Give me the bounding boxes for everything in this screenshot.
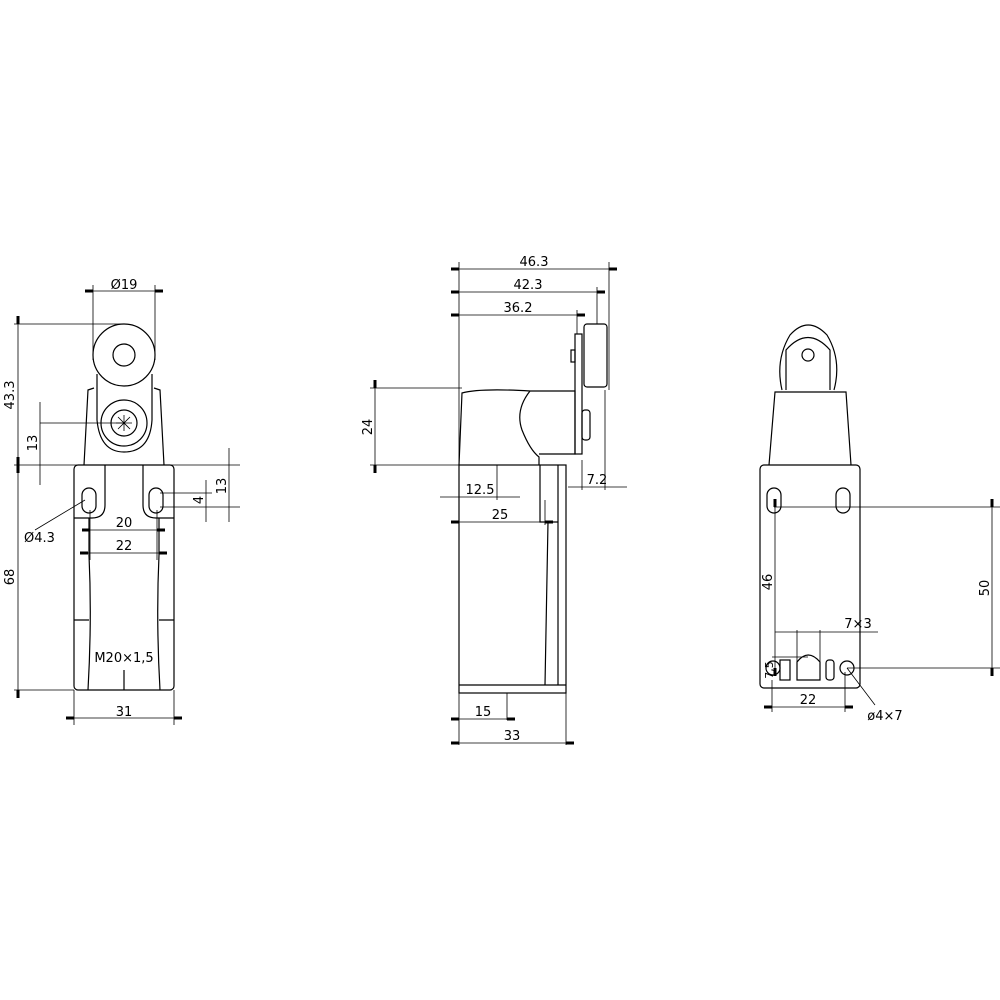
pivot-screw (581, 409, 591, 441)
label-body-width: 31 (116, 705, 133, 720)
roller-axle (112, 343, 136, 367)
body-contour (74, 518, 174, 691)
label-pivot-height: 13 (26, 435, 41, 452)
label-plate-depth: 36.2 (504, 301, 533, 316)
front-view: Ø19 43.3 13 68 31 20 22 4 13 Ø4.3 M20×1,… (3, 278, 240, 725)
label-head-depth: 25 (492, 508, 509, 523)
label-hole-inner: 20 (116, 516, 133, 531)
label-head-height: 24 (361, 419, 376, 436)
body-outline (759, 464, 861, 689)
mount-slot-left (766, 487, 782, 514)
lever-arm (96, 374, 153, 453)
label-total-height: 43.3 (3, 381, 18, 410)
label-hole-distance: 46 (761, 574, 776, 591)
mount-slot-right (835, 487, 851, 514)
roller (583, 323, 608, 388)
lever-arm (785, 336, 831, 390)
label-hole-outer: 22 (116, 539, 133, 554)
lever-plate (574, 333, 583, 455)
label-thread: M20×1,5 (94, 651, 153, 666)
label-roller-diameter: Ø19 (111, 278, 138, 293)
label-hole-spacing-vertical: 50 (978, 580, 993, 597)
label-body-depth: 33 (504, 729, 521, 744)
head-outline (768, 391, 852, 466)
label-hole-diameter: Ø4.3 (24, 531, 55, 546)
label-roller-depth: 42.3 (514, 278, 543, 293)
rear-view: 50 46 7×3 7,5 22 ø4×7 (759, 324, 1000, 724)
label-conduit-offset: 15 (475, 705, 492, 720)
label-slot-size: 7×3 (844, 617, 871, 632)
roller-axle (801, 348, 815, 362)
mount-slot-right (148, 487, 164, 514)
mount-hole-left (765, 660, 781, 676)
side-view: 46.3 42.3 36.2 24 12.5 25 7.2 15 33 (361, 255, 627, 745)
mount-slot-left (81, 487, 97, 514)
head-outline (83, 387, 165, 466)
label-roller-overhang: 7.2 (587, 473, 608, 488)
label-body-height: 68 (3, 569, 18, 586)
label-center-offset: 12.5 (466, 483, 495, 498)
mount-recess (74, 465, 174, 519)
conduit-entry (539, 465, 559, 686)
label-slot-length: 4 (192, 496, 207, 504)
roller (92, 323, 156, 387)
label-slot-offset: 13 (215, 478, 230, 495)
label-edge-offset: 7,5 (763, 661, 776, 679)
label-hole-size: ø4×7 (867, 709, 902, 724)
body-outline (458, 464, 567, 694)
roller (779, 324, 838, 391)
label-hole-spacing: 22 (800, 693, 817, 708)
head-outline (458, 389, 576, 466)
cable-slot (796, 654, 821, 681)
label-total-depth: 46.3 (520, 255, 549, 270)
